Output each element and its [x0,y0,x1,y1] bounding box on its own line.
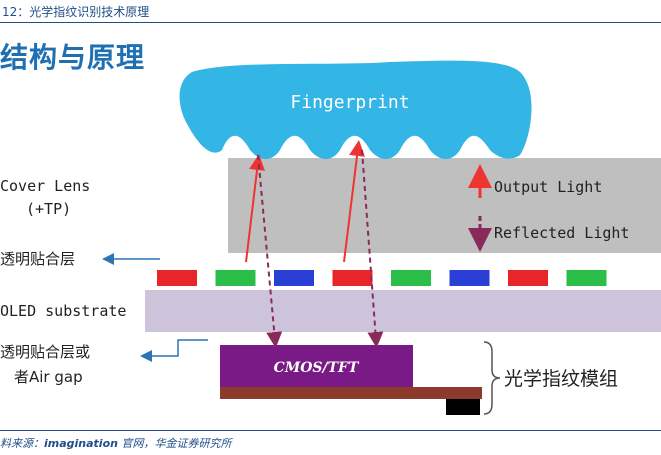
footer-rest: 官网，华金证券研究所 [117,437,232,450]
module-base-plate [220,387,482,399]
footer-divider [0,430,661,431]
figure-caption: 12：光学指纹识别技术原理 [2,5,150,19]
adhesive-label: 透明贴合层 [0,250,75,268]
fingerprint-label: Fingerprint [290,92,409,113]
module-label: 光学指纹模组 [504,368,618,390]
output-light-ray-1 [245,154,265,263]
oled-substrate-label: OLED substrate [0,302,126,320]
output-light-label: Output Light [494,178,602,196]
oled-pixel [274,270,314,286]
oled-substrate-layer [145,290,661,332]
oled-pixel [215,270,256,286]
adhesive-air-leader-arrow [140,339,208,362]
module-bracket [483,341,501,415]
cover-lens-label: Cover Lens [0,177,90,195]
fingerprint-shape [179,60,532,159]
diagram: Fingerprint CMOS/TFT Output Light Reflec… [0,60,661,415]
oled-pixel [566,270,607,286]
oled-pixel [157,270,197,286]
oled-pixel [508,270,548,286]
figure-header: 12：光学指纹识别技术原理 [0,0,661,23]
oled-pixel-row [157,270,607,286]
footer-prefix: 料来源： [0,437,44,450]
reflected-light-ray-2 [361,149,384,348]
sensor-label: CMOS/TFT [274,360,360,376]
oled-pixel [449,270,490,286]
oled-pixel [391,270,431,286]
reflected-light-label: Reflected Light [494,224,629,242]
main-title: 结构与原理 [0,41,146,74]
cover-lens-sub-label: (+TP) [26,200,71,218]
footer-source-name: imagination [44,437,118,450]
oled-pixel [332,270,373,286]
adhesive-air-label-line2: 者Air gap [14,368,83,386]
cover-lens-layer [228,158,661,253]
module-connector [446,399,480,415]
footer-source: 料来源：imagination 官网，华金证券研究所 [0,435,231,451]
adhesive-air-label-line1: 透明贴合层或 [0,343,90,361]
cmos-tft-sensor [220,345,413,387]
reflected-light-ray-1 [257,154,283,348]
output-light-ray-2 [343,140,365,263]
